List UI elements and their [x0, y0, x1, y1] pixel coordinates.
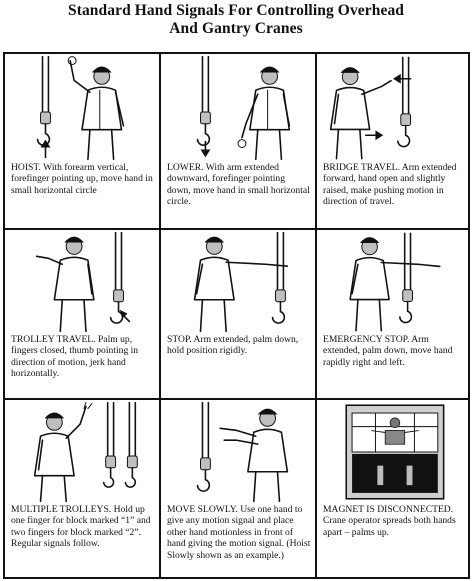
crane-hook-icon: [196, 55, 211, 146]
stop-description: Arm extended, palm down, hold position r…: [167, 334, 299, 357]
crane-hook-icon: [109, 231, 124, 324]
magnet-disconnected-description: Crane operator spreads both hands apart …: [323, 515, 456, 538]
multiple-trolleys-caption: MULTIPLE TROLLEYS. Hold up one finger fo…: [11, 504, 155, 550]
magnet-disconnected-caption: MAGNET IS DISCONNECTED. Crane operator s…: [323, 504, 464, 538]
bridge-travel-label: BRIDGE TRAVEL.: [323, 162, 400, 173]
signal-cell-lower: LOWER. With arm extended downward, foref…: [161, 54, 317, 230]
title-line-1: Standard Hand Signals For Controlling Ov…: [67, 2, 405, 19]
multiple-trolleys-label: MULTIPLE TROLLEYS.: [11, 504, 112, 515]
stop-illustration: [193, 231, 289, 333]
signal-cell-magnet-disconnected: MAGNET IS DISCONNECTED. Crane operator s…: [317, 400, 468, 577]
magnet-disconnected-illustration: [345, 404, 445, 500]
magnet-disconnected-label: MAGNET IS DISCONNECTED.: [323, 504, 454, 515]
signal-cell-emergency-stop: EMERGENCY STOP. Arm extended, palm down,…: [317, 230, 468, 400]
signal-grid: HOIST. With forearm vertical, forefinger…: [3, 52, 470, 579]
arrow-up-icon: [40, 139, 51, 159]
crane-hook-icon: [196, 401, 211, 492]
bridge-travel-description: Arm extended forward, hand open and slig…: [323, 162, 457, 208]
multiple-trolleys-description: Hold up one finger for block marked “1” …: [11, 504, 151, 550]
arrow-diagonal-icon: [119, 309, 131, 323]
move-slowly-caption: MOVE SLOWLY. Use one hand to give any mo…: [167, 504, 311, 561]
hoist-caption: HOIST. With forearm vertical, forefinger…: [11, 162, 155, 196]
lower-description: With arm extended downward, forefinger p…: [167, 162, 310, 208]
worker-figure-icon: [237, 66, 291, 161]
emergency-stop-label: EMERGENCY STOP.: [323, 334, 410, 345]
emergency-stop-caption: EMERGENCY STOP. Arm extended, palm down,…: [323, 334, 464, 368]
arrow-right-icon: [364, 130, 384, 141]
move-slowly-description: Use one hand to give any motion signal a…: [167, 504, 311, 561]
trolley-travel-description: Palm up, fingers closed, thumb pointing …: [11, 334, 139, 380]
signal-cell-multiple-trolleys: MULTIPLE TROLLEYS. Hold up one finger fo…: [5, 400, 161, 577]
move-slowly-illustration: [196, 401, 289, 503]
signal-cell-bridge-travel: BRIDGE TRAVEL. Arm extended forward, han…: [317, 54, 468, 230]
crane-hook-icon: [397, 56, 412, 148]
worker-figure-icon: [67, 56, 125, 161]
title-line-2: And Gantry Cranes: [169, 20, 303, 37]
worker-figure-icon: [329, 67, 392, 160]
stop-caption: STOP. Arm extended, palm down, hold posi…: [167, 334, 311, 357]
signal-cell-hoist: HOIST. With forearm vertical, forefinger…: [5, 54, 161, 230]
emergency-stop-description: Arm extended, palm down, move hand rapid…: [323, 334, 453, 368]
crane-hook-icon: [36, 55, 51, 146]
arrow-down-icon: [200, 140, 211, 158]
crane-hook-icon: [271, 231, 286, 324]
lower-label: LOWER.: [167, 162, 204, 173]
operator-figure-icon: [371, 417, 419, 486]
crane-hook-2-icon: [124, 401, 138, 488]
crane-hook-icon: [399, 232, 413, 324]
hoist-description: With forearm vertical, forefinger pointi…: [11, 162, 153, 196]
worker-figure-icon: [33, 402, 93, 503]
multiple-trolleys-illustration: [33, 401, 138, 503]
emergency-stop-illustration: [349, 232, 441, 332]
stop-label: STOP.: [167, 334, 192, 345]
worker-figure-icon: [349, 237, 441, 332]
worker-figure-icon: [35, 236, 95, 333]
lower-illustration: [196, 55, 291, 161]
worker-figure-icon: [219, 408, 289, 503]
crane-hook-1-icon: [102, 401, 117, 488]
move-slowly-label: MOVE SLOWLY.: [167, 504, 238, 515]
trolley-travel-label: TROLLEY TRAVEL.: [11, 334, 96, 345]
signal-cell-stop: STOP. Arm extended, palm down, hold posi…: [161, 230, 317, 400]
worker-figure-icon: [193, 236, 289, 333]
signal-cell-trolley-travel: TROLLEY TRAVEL. Palm up, fingers closed,…: [5, 230, 161, 400]
trolley-travel-illustration: [35, 231, 131, 333]
bridge-travel-illustration: [329, 56, 412, 160]
signal-cell-move-slowly: MOVE SLOWLY. Use one hand to give any mo…: [161, 400, 317, 577]
lower-caption: LOWER. With arm extended downward, foref…: [167, 162, 311, 208]
bridge-travel-caption: BRIDGE TRAVEL. Arm extended forward, han…: [323, 162, 464, 208]
trolley-travel-caption: TROLLEY TRAVEL. Palm up, fingers closed,…: [11, 334, 155, 380]
page-title: Standard Hand Signals For Controlling Ov…: [0, 2, 472, 38]
hoist-label: HOIST.: [11, 162, 41, 173]
hoist-illustration: [36, 55, 125, 161]
